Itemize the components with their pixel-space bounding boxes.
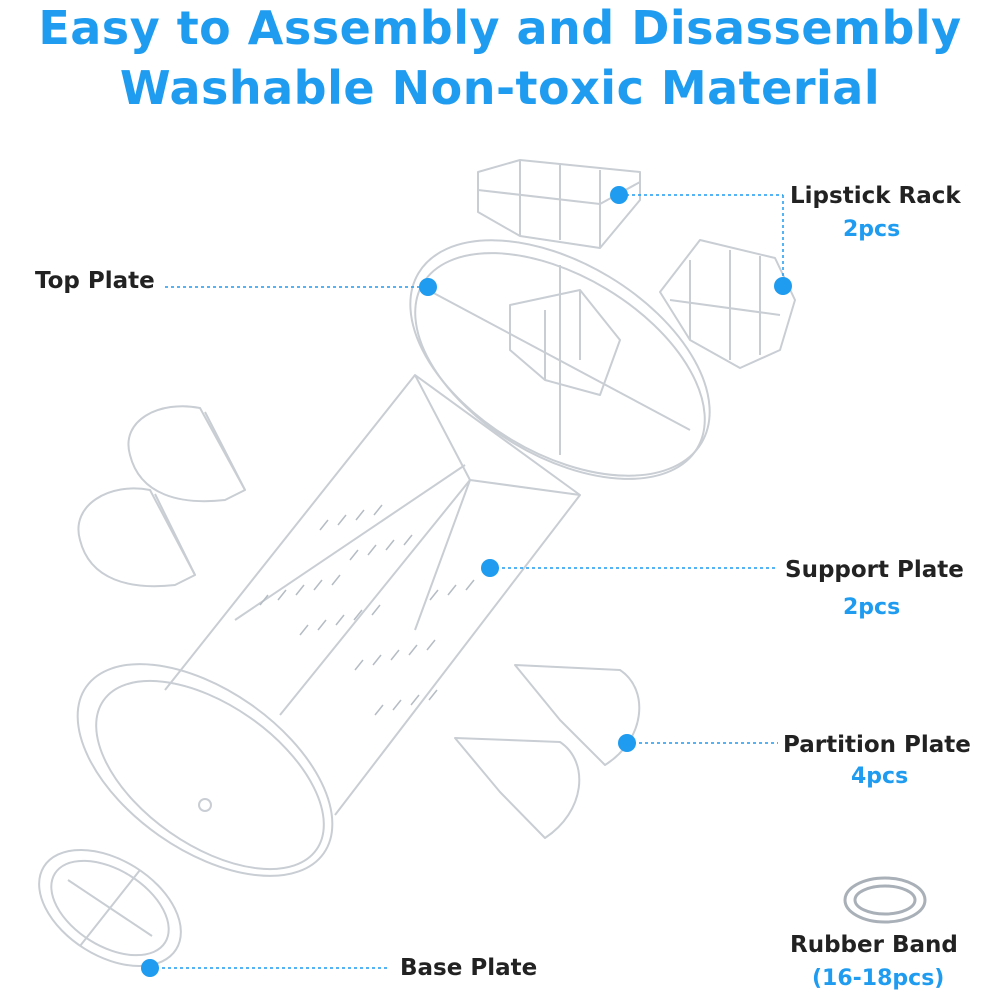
partition-plates-right (454, 664, 641, 839)
qty-rubber-band: (16-18pcs) (812, 966, 945, 991)
rubber-band-shape (843, 876, 927, 924)
label-top-plate: Top Plate (35, 268, 155, 294)
marker-dot-base-plate (141, 959, 159, 977)
label-support-plate: Support Plate (785, 557, 964, 583)
qty-lipstick-rack: 2pcs (843, 217, 901, 242)
marker-dot-lipstick-rack-1 (610, 186, 628, 204)
marker-dot-lipstick-rack-2 (774, 277, 792, 295)
qty-support-plate: 2pcs (843, 595, 901, 620)
marker-dot-top-plate (419, 278, 437, 296)
label-lipstick-rack: Lipstick Rack (790, 183, 961, 209)
base-plate-shape (38, 848, 182, 968)
marker-dot-partition-plate (618, 734, 636, 752)
label-base-plate: Base Plate (400, 955, 538, 981)
qty-partition-plate: 4pcs (851, 764, 909, 789)
lipstick-rack-1 (477, 159, 641, 249)
marker-dot-support-plate (481, 559, 499, 577)
base-disc (76, 663, 334, 877)
headline-line-1: Easy to Assembly and Disassembly (38, 1, 962, 55)
label-partition-plate: Partition Plate (783, 732, 971, 758)
support-plate-shape (164, 374, 581, 816)
headline-line-2: Washable Non-toxic Material (119, 61, 881, 115)
top-plate-shape (409, 239, 711, 480)
lipstick-rack-2 (659, 239, 796, 369)
partition-plates-left (77, 405, 246, 588)
label-rubber-band: Rubber Band (790, 932, 958, 958)
